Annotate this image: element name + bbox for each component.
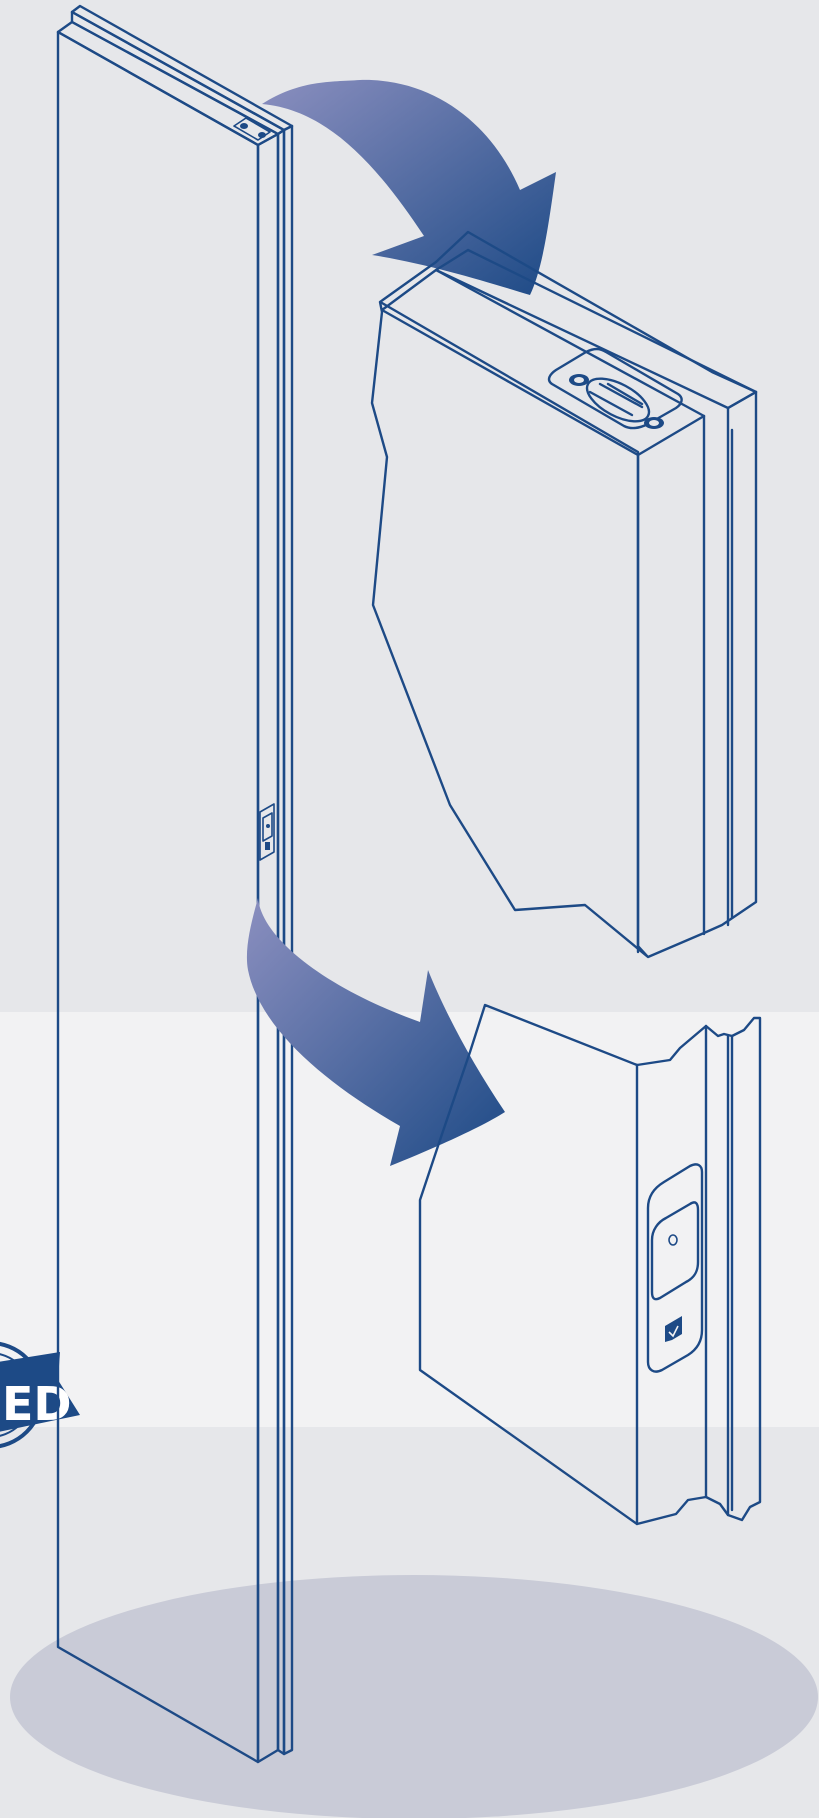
floor-shadow bbox=[10, 1575, 818, 1818]
stamp-text: ED bbox=[2, 1377, 72, 1431]
